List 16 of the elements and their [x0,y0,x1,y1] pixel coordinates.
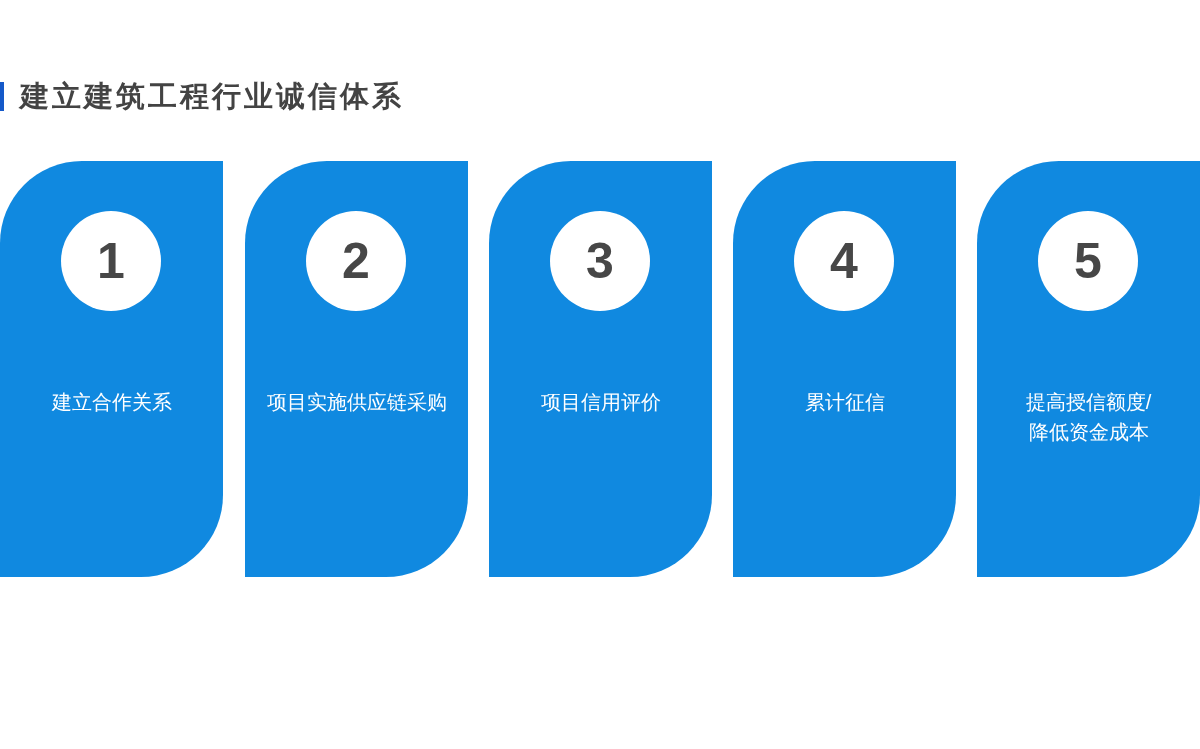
step-card [489,161,712,577]
step-number-circle: 1 [61,211,161,311]
step-card [0,161,223,577]
step-number-circle: 5 [1038,211,1138,311]
step-label: 提高授信额度/降低资金成本 [1024,390,1153,445]
step-label: 项目信用评价 [540,390,661,415]
step-number-circle: 4 [794,211,894,311]
step-label: 累计征信 [804,390,885,415]
slide-title: 建立建筑工程行业诚信体系 [20,79,404,114]
step-card [977,161,1200,577]
step-card [733,161,956,577]
step-card [245,161,468,577]
step-number-circle: 2 [306,211,406,311]
step-number-circle: 3 [550,211,650,311]
step-label: 建立合作关系 [51,390,172,415]
step-label: 项目实施供应链采购 [266,390,447,415]
